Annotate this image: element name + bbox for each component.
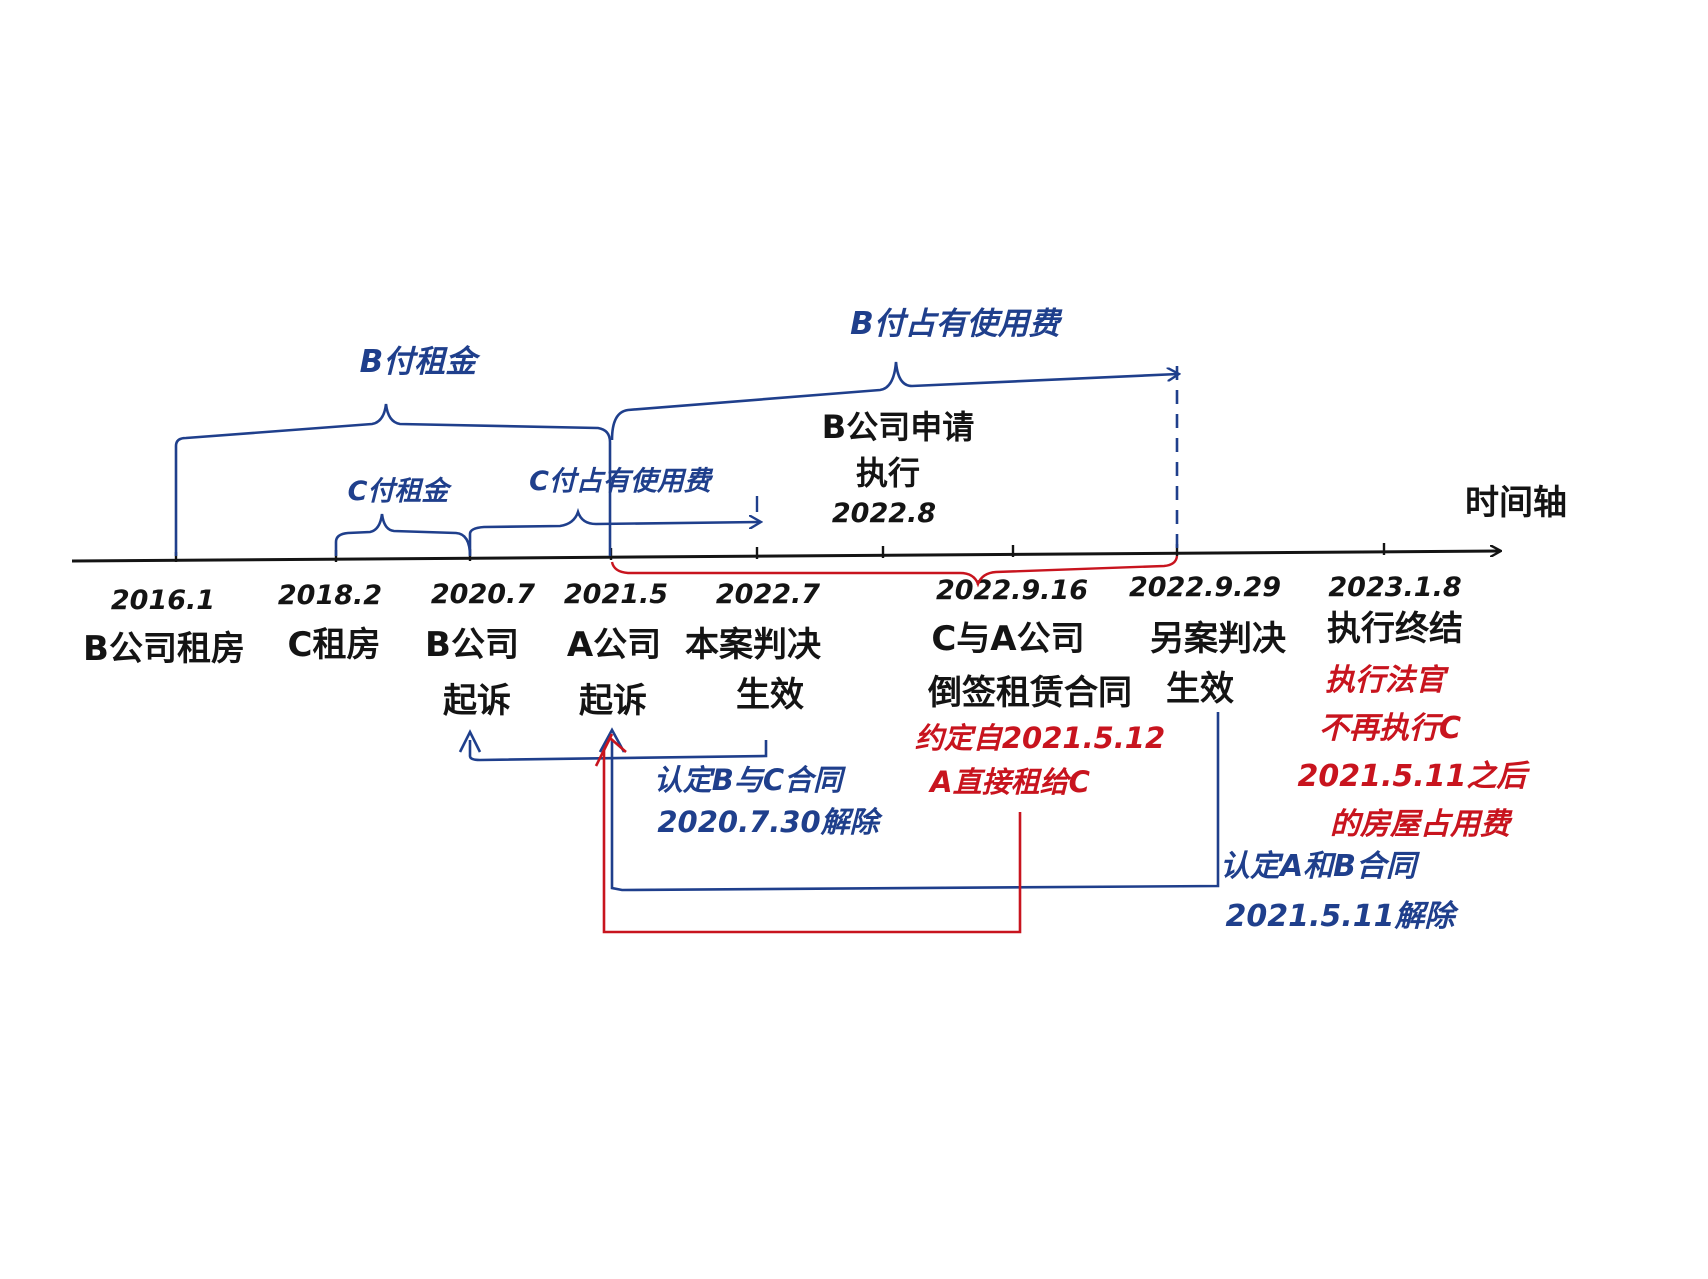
span-c-occupancy-label: C付占有使用费	[529, 466, 714, 497]
lease-term-note-line2: A直接租给C	[928, 765, 1090, 799]
span-b-rent-brace	[174, 403, 612, 556]
judge-note-line4: 的房屋占用费	[1330, 807, 1513, 842]
ab-contract-arrowhead	[598, 727, 626, 753]
span-c-rent-brace	[334, 513, 472, 557]
event-c-rents: C租房	[288, 625, 381, 665]
event-a-sues-line2: 起诉	[579, 681, 647, 721]
lease-term-red-arrowhead	[594, 735, 627, 767]
event-backdated-lease-line2: 倒签租赁合同	[927, 673, 1132, 713]
ab-contract-note: 认定A和B合同 2021.5.11解除	[1220, 849, 1459, 934]
ab-contract-note-line1: 认定A和B合同	[1220, 849, 1420, 884]
judge-note-line3: 2021.5.11之后	[1298, 759, 1531, 794]
bc-contract-note: 认定B与C合同 2020.7.30解除	[654, 763, 884, 839]
date-2016-1: 2016.1	[111, 585, 215, 616]
span-b-occupancy-brace	[610, 361, 1178, 441]
span-c-occupancy-brace	[468, 507, 760, 535]
date-2023-1-8: 2023.1.8	[1328, 572, 1461, 603]
date-2022-9-29: 2022.9.29	[1129, 572, 1281, 603]
event-b-rents: B公司租房	[83, 629, 245, 669]
bc-contract-arrowhead	[458, 729, 482, 753]
lease-term-note: 约定自2021.5.12 A直接租给C	[915, 721, 1165, 799]
judge-note-line2: 不再执行C	[1319, 711, 1461, 746]
event-dates: 2016.1 2018.2 2020.7 2021.5 2022.7 2022.…	[111, 572, 1462, 616]
ab-contract-note-line2: 2021.5.11解除	[1226, 899, 1460, 934]
date-2022-9-16: 2022.9.16	[936, 575, 1088, 606]
event-other-judgment-line1: 另案判决	[1150, 619, 1286, 659]
judge-note: 执行法官 不再执行C 2021.5.11之后 的房屋占用费	[1298, 663, 1531, 842]
time-axis-line	[71, 551, 1500, 563]
bc-contract-bracket	[468, 740, 768, 762]
event-a-sues-line1: A公司	[567, 625, 661, 665]
date-2020-7: 2020.7	[431, 579, 535, 610]
span-b-occupancy-label: B付占有使用费	[850, 306, 1063, 342]
event-other-judgment-line2: 生效	[1166, 669, 1234, 709]
event-b-sues-line2: 起诉	[443, 681, 511, 721]
event-backdated-lease-line1: C与A公司	[931, 619, 1084, 659]
span-b-rent-label: B付租金	[360, 344, 482, 380]
lease-term-note-line1: 约定自2021.5.12	[915, 721, 1165, 755]
span-c-rent-label: C付租金	[348, 476, 453, 507]
judge-note-line1: 执行法官	[1325, 663, 1449, 698]
event-judgment-line2: 生效	[736, 675, 804, 715]
event-b-sues-line1: B公司	[425, 625, 519, 665]
time-axis-label: 时间轴	[1465, 483, 1567, 523]
bc-contract-note-line2: 2020.7.30解除	[657, 805, 883, 839]
date-2022-7: 2022.7	[716, 579, 820, 610]
date-2021-5: 2021.5	[564, 579, 668, 610]
event-judgment-line1: 本案判决	[685, 625, 821, 665]
execution-note-line2: 执行	[856, 454, 920, 492]
execution-note-date: 2022.8	[832, 498, 936, 529]
lease-term-red-brace	[610, 555, 1179, 588]
execution-note-line1: B公司申请	[822, 408, 974, 446]
execution-application-note: B公司申请 执行 2022.8	[822, 408, 974, 529]
event-descriptions: B公司租房 C租房 B公司 起诉 A公司 起诉 本案判决 生效 C与A公司 倒签…	[83, 609, 1463, 721]
ab-contract-connector	[610, 712, 1220, 892]
event-execution-terminated: 执行终结	[1327, 609, 1463, 649]
bc-contract-note-line1: 认定B与C合同	[654, 763, 846, 797]
date-2018-2: 2018.2	[278, 580, 382, 611]
